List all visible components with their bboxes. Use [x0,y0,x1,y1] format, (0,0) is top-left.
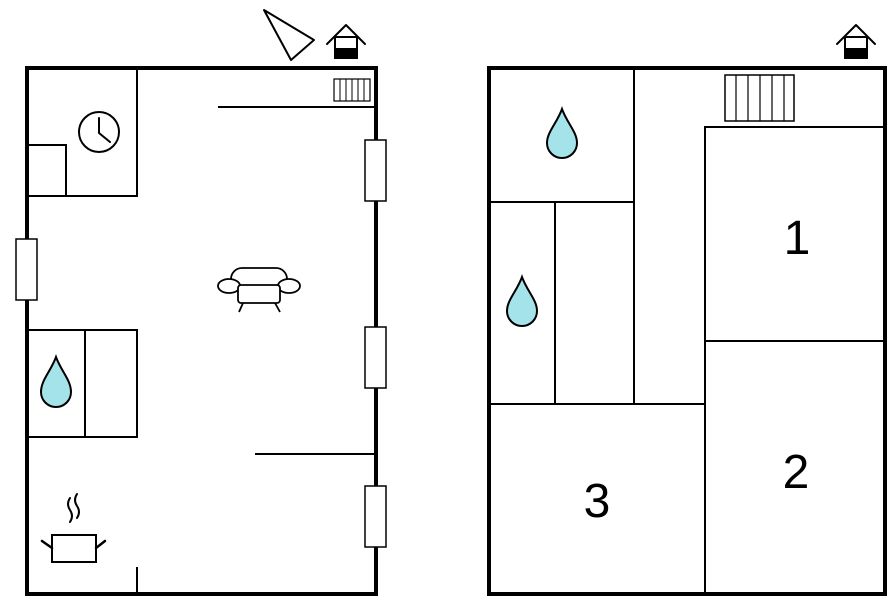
radiator-icon [333,78,371,102]
room-2-label: 2 [783,446,810,499]
room-3-label: 3 [584,475,611,528]
clock-icon [78,111,120,153]
entrance-house-icon [836,24,876,59]
entrance-house-icon [326,24,366,59]
window-right-3 [364,485,387,548]
water-drop-icon [545,106,579,159]
window-left [15,238,38,301]
bathroom-room [26,329,138,438]
water-drop-icon [505,274,539,327]
room-1-box [704,126,886,342]
cooking-pot-icon [40,493,107,563]
closet-inner-box [27,144,67,196]
ground-floor-plan [15,9,387,596]
window-right-1 [364,139,387,202]
upper-floor-plan: 1 2 3 [487,24,887,596]
compass-icon [263,9,315,61]
window-right-2 [364,326,387,389]
closet-room-wall [27,68,138,197]
water-drop-icon [39,354,73,408]
room-1-label: 1 [784,212,811,265]
radiator-icon [724,74,795,122]
sofa-icon [217,267,301,313]
